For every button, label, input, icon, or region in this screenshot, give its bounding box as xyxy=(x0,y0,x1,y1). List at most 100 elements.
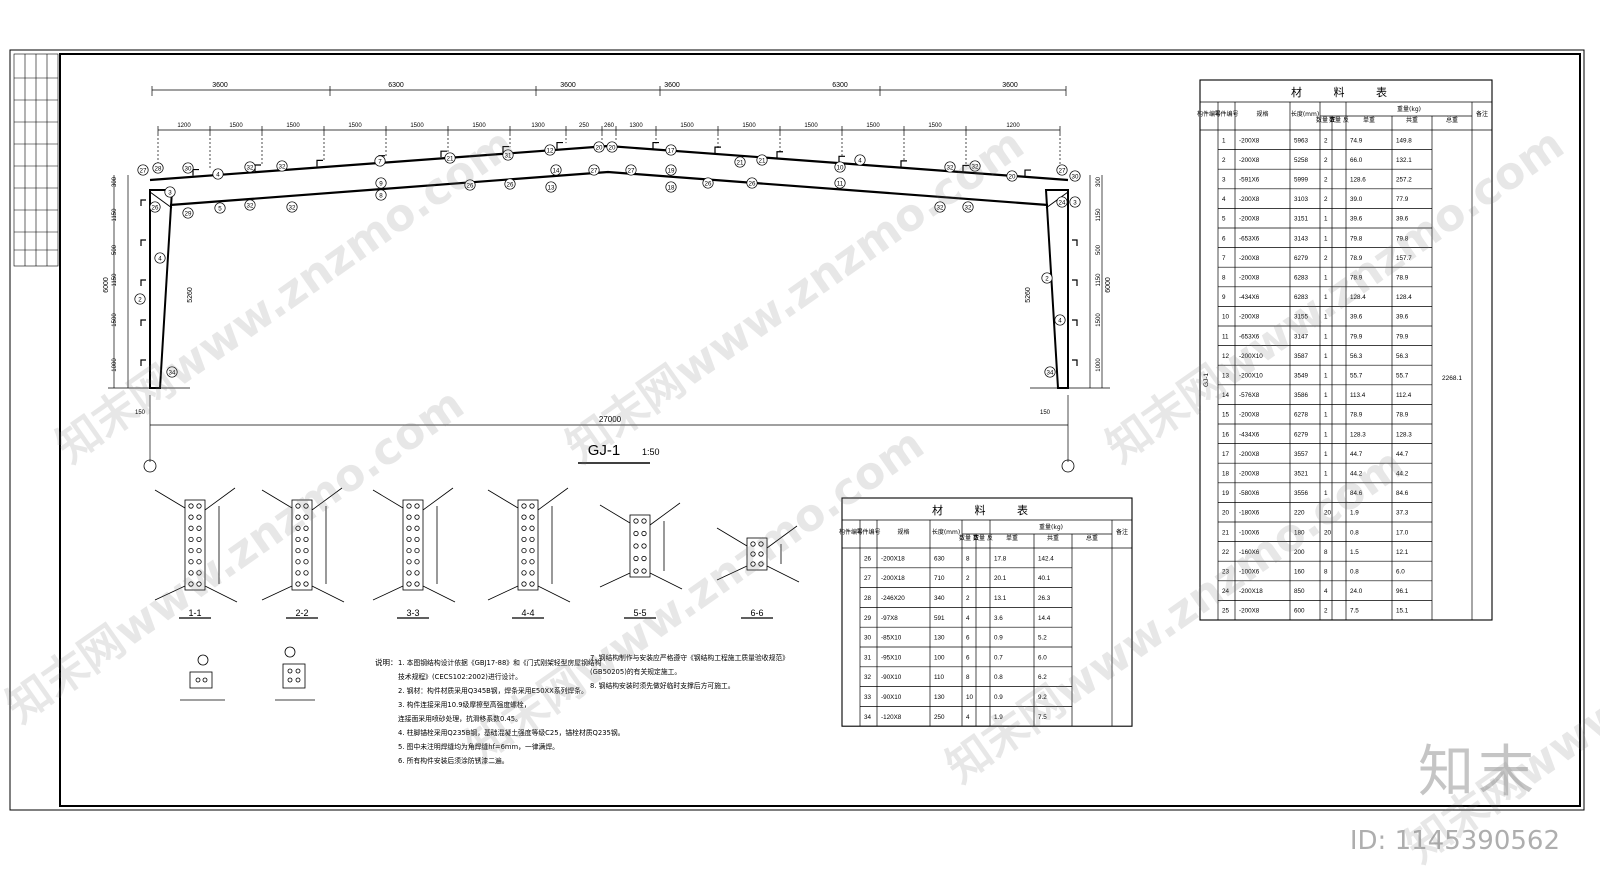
table-cell: 10 xyxy=(966,694,974,701)
svg-text:27: 27 xyxy=(628,167,635,174)
purlin-bracket xyxy=(502,145,509,153)
table-cell: 37.3 xyxy=(1396,510,1409,517)
svg-text:3600: 3600 xyxy=(664,82,680,89)
table-header: 数量 正 xyxy=(959,534,979,542)
table-cell: 7.5 xyxy=(1038,714,1047,721)
table-cell: 5258 xyxy=(1294,157,1309,164)
part-balloon: 14 xyxy=(550,164,562,176)
table-header: 规格 xyxy=(1256,110,1268,118)
svg-text:3600: 3600 xyxy=(560,82,576,89)
table-cell: 0.9 xyxy=(994,694,1003,701)
table-cell: -200X18 xyxy=(1239,588,1263,595)
table-cell: 1 xyxy=(1324,294,1328,301)
table-cell: 0.8 xyxy=(1350,569,1359,576)
table-cell: 39.6 xyxy=(1396,314,1409,321)
purlin-bracket xyxy=(316,159,323,167)
table-cell: 4 xyxy=(1222,196,1226,203)
part-balloon: 3 xyxy=(1069,196,1081,208)
table-cell: 14 xyxy=(1222,392,1230,399)
note-line: (GB50205)的有关规定施工。 xyxy=(590,667,681,676)
image-id: ID: 1145390562 xyxy=(1349,826,1560,856)
table-cell: 44.7 xyxy=(1396,451,1409,458)
note-line: 3. 构件连接采用10.9级摩擦型高强度螺栓， xyxy=(398,700,531,709)
svg-text:30: 30 xyxy=(185,165,192,172)
table-cell: 250 xyxy=(934,714,945,721)
svg-text:29: 29 xyxy=(185,210,192,217)
table-cell: 40.1 xyxy=(1038,575,1051,582)
table-cell: 14.4 xyxy=(1038,615,1051,622)
part-balloon: 32 xyxy=(244,199,256,211)
part-balloon: 2 xyxy=(134,293,146,305)
table-cell: 3586 xyxy=(1294,392,1309,399)
table-cell: 128.4 xyxy=(1350,294,1366,301)
part-balloon: 27 xyxy=(625,164,637,176)
note-line: 8. 钢结构安装时须先做好临时支撑后方可施工。 xyxy=(590,681,735,690)
table-cell: -200X8 xyxy=(1239,608,1260,615)
table-header: 总重 xyxy=(1446,116,1458,124)
table-cell: 78.9 xyxy=(1396,412,1409,419)
table-cell: 2 xyxy=(1324,608,1328,615)
dim-label: 1150 xyxy=(1096,208,1102,222)
table-cell: 1 xyxy=(1324,216,1328,223)
table-cell: 15 xyxy=(1222,412,1230,419)
girt-bracket xyxy=(1072,239,1078,246)
part-balloon: 26 xyxy=(504,178,516,190)
table-cell: -200X18 xyxy=(881,555,905,562)
part-balloon: 26 xyxy=(746,177,758,189)
table-cell: 9.2 xyxy=(1038,694,1047,701)
purlin-bracket xyxy=(556,141,563,149)
table-cell: -160X6 xyxy=(1239,549,1260,556)
section-6-6: 6-6 xyxy=(716,525,800,619)
table-header: 备注 xyxy=(1116,528,1128,536)
svg-text:21: 21 xyxy=(737,159,744,166)
girt-bracket xyxy=(140,239,146,246)
part-balloon: 30 xyxy=(182,162,194,174)
svg-text:3: 3 xyxy=(168,189,172,196)
table-cell: 33 xyxy=(864,694,872,701)
table-cell: 710 xyxy=(934,575,945,582)
svg-text:5: 5 xyxy=(218,205,222,212)
table-cell: 26 xyxy=(864,555,872,562)
part-balloon: 8 xyxy=(375,189,387,201)
table-cell: -434X6 xyxy=(1239,294,1260,301)
table-cell: 6 xyxy=(966,654,970,661)
table-cell: 1 xyxy=(1324,333,1328,340)
table-cell: 0.8 xyxy=(994,674,1003,681)
table-header: 零件编号 xyxy=(856,528,880,536)
table-cell: 1 xyxy=(1324,373,1328,380)
part-balloon: 26 xyxy=(464,179,476,191)
table-cell: 1 xyxy=(1324,451,1328,458)
frame-scale: 1:50 xyxy=(642,447,660,457)
table-cell: 3557 xyxy=(1294,451,1309,458)
table-cell: 20 xyxy=(1222,510,1230,517)
table-cell: 9 xyxy=(1222,294,1226,301)
table-cell: 24 xyxy=(1222,588,1230,595)
svg-text:17: 17 xyxy=(668,147,675,154)
table-cell: 0.7 xyxy=(994,654,1003,661)
note-line: 连接面采用喷砂处理，抗滑移系数0.45。 xyxy=(398,714,522,723)
note-line: 6. 所有构件安装后须涂防锈漆二遍。 xyxy=(398,756,509,765)
note-line: 4. 柱脚锚栓采用Q235B钢，基础混凝土强度等级C25，锚栓材质Q235钢。 xyxy=(398,728,624,737)
table-cell: 79.8 xyxy=(1350,235,1363,242)
part-balloon: 32 xyxy=(286,201,298,213)
col-height-right: 5260 xyxy=(1025,287,1032,303)
table-cell: 17.8 xyxy=(994,555,1007,562)
table-cell: 200 xyxy=(1294,549,1305,556)
outer-border xyxy=(9,49,1585,811)
table-cell: 1.9 xyxy=(1350,510,1359,517)
part-balloon: 29 xyxy=(182,207,194,219)
table-cell: -200X8 xyxy=(1239,471,1260,478)
table-cell: 26.3 xyxy=(1038,595,1051,602)
table-cell: 6278 xyxy=(1294,412,1309,419)
table-cell: -200X8 xyxy=(1239,255,1260,262)
table-cell: 10 xyxy=(1222,314,1230,321)
table-cell: 66.0 xyxy=(1350,157,1363,164)
dim-label: 1500 xyxy=(866,123,880,129)
table-cell: 5 xyxy=(1222,216,1226,223)
table-header: 重量(kg) xyxy=(1397,105,1421,113)
girt-bracket xyxy=(140,199,146,206)
svg-text:20: 20 xyxy=(609,144,616,151)
svg-text:32: 32 xyxy=(947,164,954,171)
table-cell: 630 xyxy=(934,555,945,562)
table-cell: 6279 xyxy=(1294,255,1309,262)
